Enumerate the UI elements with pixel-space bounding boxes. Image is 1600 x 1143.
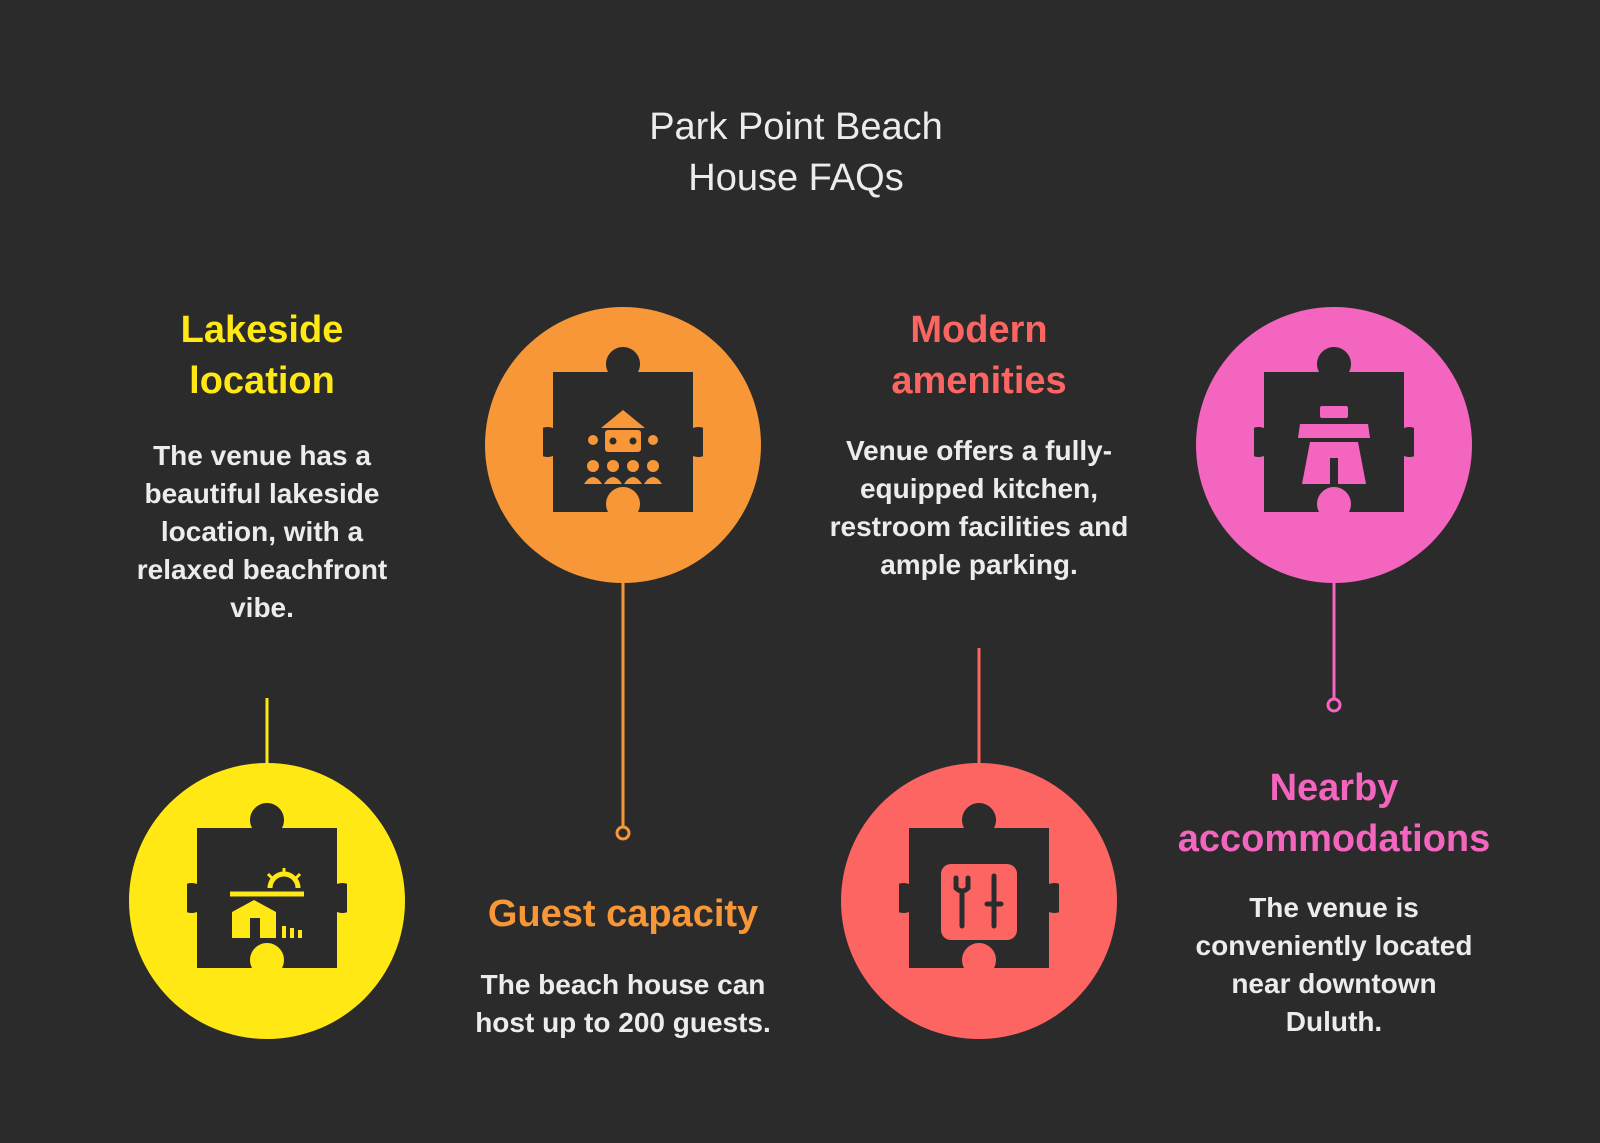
heading-line: Lakeside bbox=[180, 309, 344, 351]
description-line: location, with a bbox=[160, 516, 364, 547]
modern-amenities-heading: Modern amenities bbox=[789, 305, 1169, 407]
heading-line: Guest capacity bbox=[487, 893, 759, 935]
description-line: beautiful lakeside bbox=[144, 478, 380, 509]
lakeside-location-description: The venue has a beautiful lakeside locat… bbox=[112, 437, 412, 627]
description-line: relaxed beachfront bbox=[136, 554, 388, 585]
description-line: The venue is bbox=[1249, 892, 1419, 923]
nearby-accommodations-badge bbox=[1196, 307, 1472, 583]
heading-line: Nearby bbox=[1269, 767, 1399, 809]
guest-capacity-badge bbox=[485, 307, 761, 583]
connector-guest-capacity bbox=[615, 582, 631, 841]
modern-amenities-badge bbox=[841, 763, 1117, 1039]
guest-capacity-heading: Guest capacity bbox=[443, 889, 803, 940]
description-line: conveniently located bbox=[1195, 930, 1473, 961]
lakeside-location-heading: Lakeside location bbox=[112, 305, 412, 407]
description-line: The venue has a bbox=[153, 440, 371, 471]
description-line: equipped kitchen, bbox=[859, 473, 1099, 504]
page-title: Park Point Beach House FAQs bbox=[500, 102, 1092, 204]
title-line-2: House FAQs bbox=[688, 157, 904, 199]
description-line: near downtown bbox=[1231, 968, 1437, 999]
description-line: ample parking. bbox=[880, 549, 1078, 580]
description-line: host up to 200 guests. bbox=[475, 1007, 771, 1038]
heading-line: Modern bbox=[910, 309, 1048, 351]
heading-line: location bbox=[189, 360, 335, 402]
tools-wrench-screwdriver-icon bbox=[941, 864, 1017, 940]
nearby-accommodations-description: The venue is conveniently located near d… bbox=[1144, 889, 1524, 1041]
heading-line: accommodations bbox=[1177, 818, 1491, 860]
heading-line: amenities bbox=[891, 360, 1067, 402]
connector-nearby-accommodations bbox=[1326, 582, 1342, 713]
crowd-pavilion-icon bbox=[584, 410, 662, 484]
description-line: Duluth. bbox=[1285, 1006, 1383, 1037]
guest-capacity-description: The beach house can host up to 200 guest… bbox=[443, 966, 803, 1042]
beach-house-sun-icon bbox=[230, 868, 304, 938]
nearby-accommodations-heading: Nearby accommodations bbox=[1144, 763, 1524, 865]
description-line: The beach house can bbox=[480, 969, 766, 1000]
title-line-1: Park Point Beach bbox=[649, 106, 943, 148]
description-line: Venue offers a fully- bbox=[845, 435, 1113, 466]
description-line: vibe. bbox=[230, 592, 294, 623]
lakeside-location-badge bbox=[129, 763, 405, 1039]
description-line: restroom facilities and bbox=[829, 511, 1129, 542]
road-hotel-icon bbox=[1298, 406, 1370, 484]
modern-amenities-description: Venue offers a fully- equipped kitchen, … bbox=[789, 432, 1169, 584]
